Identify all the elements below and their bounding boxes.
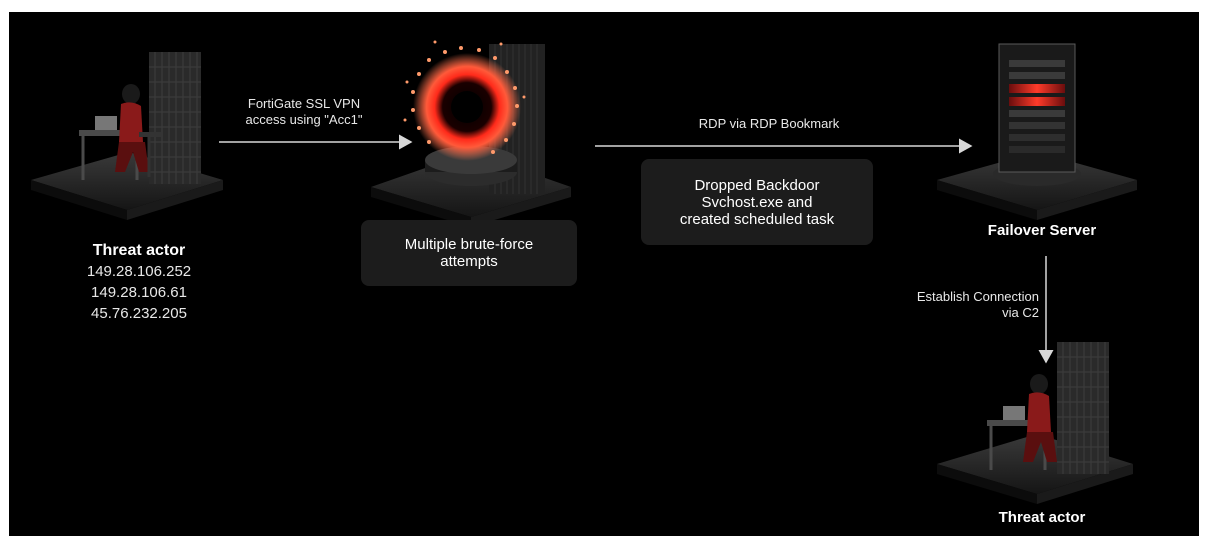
- diagram-canvas: Threat actor 149.28.106.252 149.28.106.6…: [9, 12, 1199, 536]
- diagram-graphics: [31, 40, 1137, 504]
- arrow-vpn-label: FortiGate SSL VPN access using "Acc1": [219, 96, 389, 127]
- arrow-c2-label: Establish Connection via C2: [869, 289, 1039, 320]
- backdoor-line-3: created scheduled task: [679, 210, 835, 228]
- backdoor-box: Dropped Backdoor Svchost.exe and created…: [641, 159, 873, 245]
- failover-server-illustration: [937, 43, 1137, 220]
- arrow-vpn-line-2: access using "Acc1": [245, 111, 363, 127]
- arrow-c2-line-2: via C2: [1002, 304, 1039, 320]
- threat-actor-ip-2: 149.28.106.61: [91, 284, 187, 301]
- threat-actor-ip-1: 149.28.106.252: [86, 263, 192, 280]
- arrow-c2-line-1: Establish Connection: [916, 289, 1039, 304]
- threat-actor-ip-3: 45.76.232.205: [91, 305, 187, 322]
- threat-actor-left-title: Threat actor: [92, 242, 186, 259]
- threat-actor-left-illustration: [31, 52, 223, 220]
- threat-actor-right-illustration: [937, 342, 1133, 504]
- arrow-vpn-line-1: FortiGate SSL VPN: [247, 96, 361, 111]
- backdoor-line-1: Dropped Backdoor: [694, 176, 820, 194]
- brute-force-box: Multiple brute-force attempts: [361, 220, 577, 286]
- brute-force-portal-illustration: [371, 40, 571, 227]
- brute-force-line-2: attempts: [440, 253, 498, 270]
- arrow-rdp-label: RDP via RDP Bookmark: [698, 116, 840, 131]
- backdoor-line-2: Svchost.exe and: [701, 193, 813, 211]
- threat-actor-right-title: Threat actor: [998, 509, 1086, 526]
- failover-server-title: Failover Server: [987, 222, 1097, 239]
- brute-force-line-1: Multiple brute-force: [404, 236, 534, 253]
